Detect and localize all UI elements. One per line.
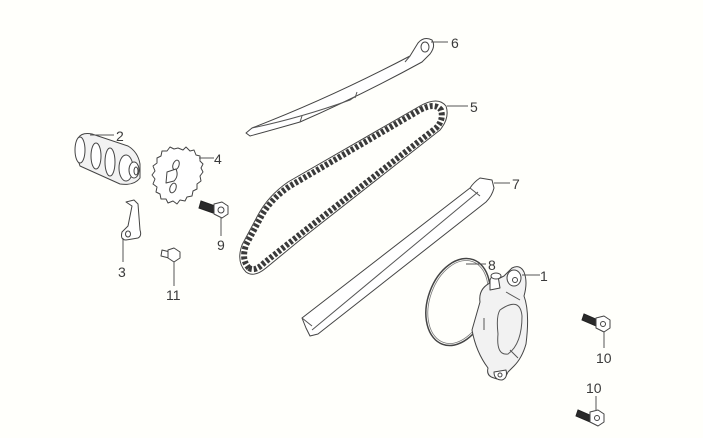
label-6: 6 — [451, 35, 459, 51]
label-9: 9 — [217, 237, 225, 253]
label-11: 11 — [166, 287, 181, 303]
camshaft-retainer-bracket: 3 — [118, 199, 142, 280]
sprocket-bolt: 9 — [198, 200, 229, 253]
bracket-bolt: 11 — [160, 247, 181, 303]
chain-guide-upper: 6 — [245, 35, 459, 137]
cam-chain-tensioner-housing: 1 — [471, 266, 548, 381]
chain-guide-lower: 7 — [301, 176, 520, 337]
label-1: 1 — [540, 268, 548, 284]
housing-bolt-upper: 10 — [581, 313, 612, 366]
cam-sprocket: 4 — [151, 146, 222, 205]
label-4: 4 — [214, 151, 222, 167]
label-8: 8 — [488, 257, 496, 273]
label-7: 7 — [512, 176, 520, 192]
camshaft: 2 — [74, 128, 141, 185]
label-10a: 10 — [596, 350, 612, 366]
label-2: 2 — [116, 128, 124, 144]
housing-bolt-lower: 10 — [575, 380, 605, 427]
label-5: 5 — [470, 99, 478, 115]
cam-chain: 5 — [239, 99, 478, 275]
label-10b: 10 — [586, 380, 602, 396]
label-3: 3 — [118, 264, 126, 280]
